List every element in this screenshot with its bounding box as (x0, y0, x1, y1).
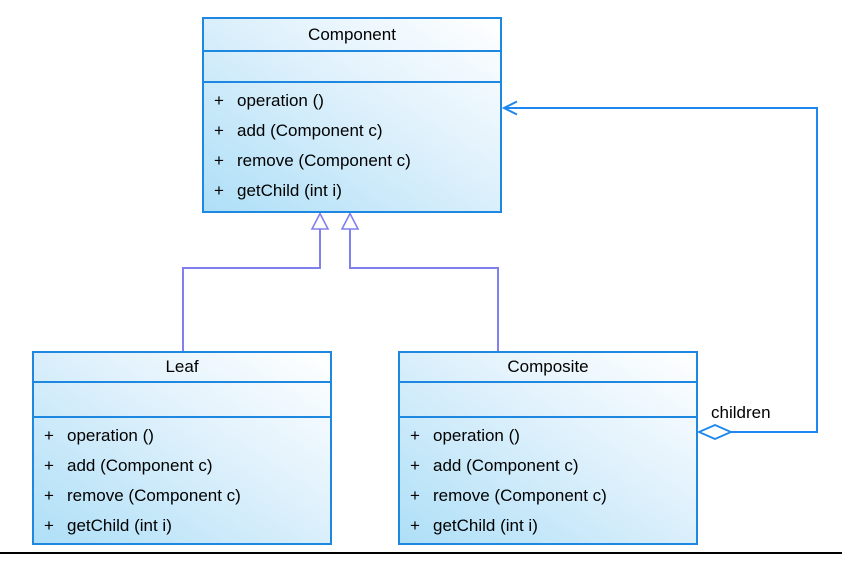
aggregation-role-label: children (711, 403, 771, 422)
method-row: + operation () (410, 421, 696, 451)
attributes-compartment (400, 383, 696, 418)
method-signature: add (Component c) (433, 456, 579, 475)
method-row: + operation () (214, 86, 500, 116)
class-box-component: Component + operation () + add (Component … (202, 17, 502, 213)
method-signature: remove (Component c) (67, 486, 241, 505)
method-row: + add (Component c) (44, 451, 330, 481)
method-signature: add (Component c) (67, 456, 213, 475)
method-signature: add (Component c) (237, 121, 383, 140)
method-row: + getChild (int i) (410, 511, 696, 541)
open-arrowhead-icon (501, 100, 518, 116)
visibility-marker: + (44, 456, 54, 475)
visibility-marker: + (410, 516, 420, 535)
attributes-compartment (34, 383, 330, 418)
method-signature: remove (Component c) (433, 486, 607, 505)
method-signature: getChild (int i) (67, 516, 172, 535)
class-box-leaf: Leaf + operation () + add (Component c) + r… (32, 351, 332, 545)
hollow-triangle-icon (340, 211, 360, 230)
method-row: + getChild (int i) (214, 176, 500, 206)
class-name: Leaf (34, 353, 330, 383)
visibility-marker: + (214, 121, 224, 140)
method-row: + operation () (44, 421, 330, 451)
methods-compartment: + operation () + add (Component c) + remove… (400, 418, 696, 541)
visibility-marker: + (214, 91, 224, 110)
hollow-triangle-icon (310, 211, 330, 230)
method-row: + remove (Component c) (214, 146, 500, 176)
class-box-composite: Composite + operation () + add (Component … (398, 351, 698, 545)
visibility-marker: + (214, 151, 224, 170)
method-signature: operation () (237, 91, 324, 110)
visibility-marker: + (410, 426, 420, 445)
method-row: + remove (Component c) (44, 481, 330, 511)
method-signature: getChild (int i) (237, 181, 342, 200)
visibility-marker: + (410, 456, 420, 475)
class-name: Component (204, 19, 500, 52)
visibility-marker: + (44, 426, 54, 445)
visibility-marker: + (214, 181, 224, 200)
visibility-marker: + (410, 486, 420, 505)
methods-compartment: + operation () + add (Component c) + remove… (34, 418, 330, 541)
method-signature: operation () (67, 426, 154, 445)
method-signature: remove (Component c) (237, 151, 411, 170)
class-name: Composite (400, 353, 696, 383)
method-row: + add (Component c) (410, 451, 696, 481)
method-signature: operation () (433, 426, 520, 445)
methods-compartment: + operation () + add (Component c) + remove… (204, 83, 500, 206)
generalization-composite-to-component (340, 211, 499, 351)
attributes-compartment (204, 52, 500, 83)
bottom-divider (0, 552, 842, 554)
method-row: + remove (Component c) (410, 481, 696, 511)
visibility-marker: + (44, 516, 54, 535)
hollow-diamond-icon (696, 424, 734, 440)
visibility-marker: + (44, 486, 54, 505)
method-row: + add (Component c) (214, 116, 500, 146)
method-signature: getChild (int i) (433, 516, 538, 535)
method-row: + getChild (int i) (44, 511, 330, 541)
generalization-leaf-to-component (182, 211, 330, 351)
